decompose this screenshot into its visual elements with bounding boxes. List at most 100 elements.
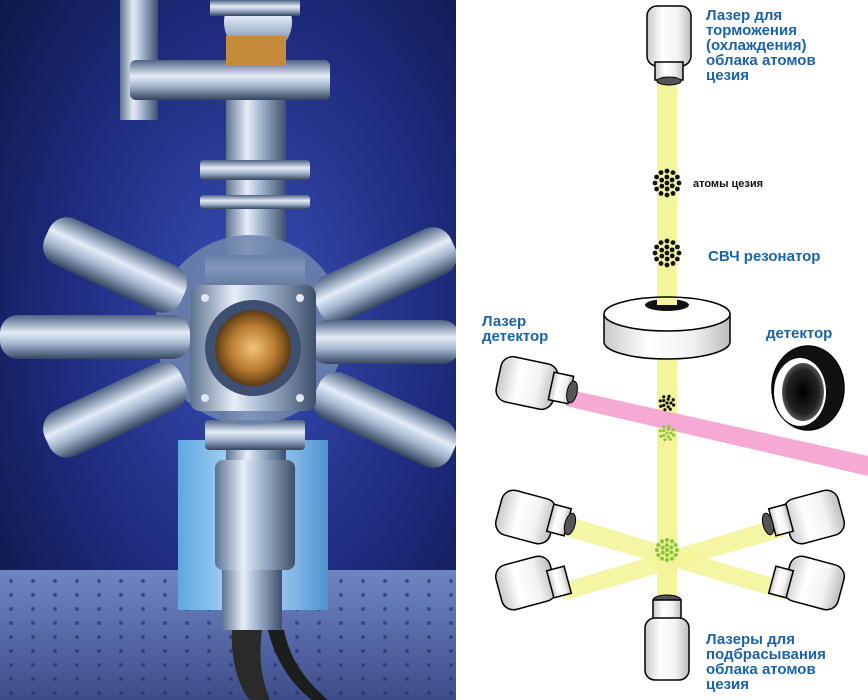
atom-dot <box>676 250 682 256</box>
launch-laser-upper-left <box>494 489 577 545</box>
atom-dot <box>658 190 664 196</box>
atom-dot <box>674 256 680 262</box>
atom-dot <box>667 424 671 428</box>
cooling-laser-label: Лазер для торможения (охлаждения) облака… <box>706 8 816 83</box>
atom-dot <box>674 547 680 553</box>
atom-dot <box>656 552 661 558</box>
cesium-atom-cloud-top <box>652 168 682 198</box>
atom-dot <box>670 240 676 246</box>
atom-dot <box>658 240 664 246</box>
atom-dot <box>663 408 667 412</box>
launch-lasers-label-line: цезия <box>706 676 749 693</box>
atom-dot <box>664 186 670 192</box>
atom-dot <box>671 428 675 432</box>
atom-dot <box>666 397 670 401</box>
launch-beam-right <box>566 516 786 600</box>
atom-dot <box>668 407 672 411</box>
atom-dot <box>656 542 661 548</box>
atom-dot <box>652 180 658 186</box>
atom-dot <box>666 427 670 431</box>
atom-dot <box>668 437 672 441</box>
laser-detector-label-line: детектор <box>482 328 549 345</box>
laser-detector-label-line: Лазер <box>482 313 527 330</box>
atom-dot <box>662 429 666 433</box>
atoms-label: атомы цезия <box>693 178 764 190</box>
atom-dot <box>659 434 663 438</box>
atom-dot <box>666 405 670 409</box>
atom-dot <box>665 401 669 405</box>
atom-dot <box>659 177 665 183</box>
atom-dot <box>662 425 666 429</box>
cooling-laser-label-line: (охлаждения) <box>706 37 807 54</box>
atom-dot <box>674 244 680 250</box>
atom-dot <box>664 168 670 174</box>
launch-laser-upper-right <box>761 489 846 545</box>
atom-dot <box>664 542 669 548</box>
launch-lasers-label-line: Лазеры для <box>706 631 795 648</box>
atom-dot <box>673 542 678 548</box>
atom-dot <box>669 550 674 555</box>
atom-dot <box>664 262 670 268</box>
atom-dot <box>662 399 666 403</box>
atom-dot <box>659 247 665 253</box>
atom-dot <box>669 253 675 259</box>
atom-dot <box>663 438 667 442</box>
atom-dot <box>660 545 665 550</box>
atom-dot <box>662 433 666 437</box>
atom-dot <box>654 186 660 192</box>
atom-dot <box>659 539 665 544</box>
atom-dot <box>673 552 678 558</box>
atom-dot <box>662 395 666 399</box>
microwave-resonator <box>603 296 731 360</box>
atom-dot <box>670 170 676 176</box>
atom-dot <box>664 174 670 180</box>
atom-dot <box>664 244 670 250</box>
fountain-diagram <box>494 5 868 681</box>
atom-dot <box>664 192 670 198</box>
microwave-resonator-label: СВЧ резонатор <box>708 248 821 265</box>
atom-dot <box>654 547 660 553</box>
atom-dot <box>669 177 675 183</box>
atom-dot <box>671 398 675 402</box>
cooling-laser-label-line: облака атомов <box>706 52 816 69</box>
launch-lasers-label: Лазеры для подбрасывания облака атомов ц… <box>706 632 826 692</box>
atom-dot <box>666 435 670 439</box>
atom-dot <box>654 244 660 250</box>
atom-dot <box>658 429 662 433</box>
atom-dot <box>658 170 664 176</box>
launch-laser-lower-left <box>494 555 573 611</box>
atom-dot <box>664 537 670 543</box>
atom-dot <box>664 557 670 563</box>
atom-dot <box>664 238 670 244</box>
atom-dot <box>665 431 669 435</box>
cesium-atom-cloud-launch <box>654 537 680 563</box>
atom-dot <box>676 180 682 186</box>
atom-dot <box>665 552 670 558</box>
atom-dot <box>669 401 673 405</box>
detector-label: детектор <box>766 325 833 342</box>
atom-dot <box>667 394 671 398</box>
atom-dot <box>664 256 670 262</box>
atom-dot <box>674 174 680 180</box>
cesium-atom-cloud-resonator <box>652 238 682 268</box>
atom-dot <box>659 556 665 561</box>
apparatus-photo <box>0 0 456 700</box>
atom-dot <box>664 180 670 186</box>
atom-dot <box>659 253 665 259</box>
laser-detector-label: Лазер детектор <box>482 314 548 344</box>
launch-laser-bottom <box>644 594 690 681</box>
atom-dot <box>669 539 675 544</box>
launch-lasers-label-line: подбрасывания <box>706 646 826 663</box>
atom-dot <box>670 190 676 196</box>
atom-dot <box>669 247 675 253</box>
atom-dot <box>654 256 660 262</box>
atom-dot <box>664 250 670 256</box>
atom-dot <box>658 260 664 266</box>
atom-dot <box>652 250 658 256</box>
launch-laser-lower-right <box>767 555 846 611</box>
cooling-laser-label-line: цезия <box>706 67 749 84</box>
laser-detector <box>495 355 578 411</box>
cooling-laser-label-line: Лазер для <box>706 7 783 24</box>
detection-laser-beam <box>566 389 868 476</box>
cesium-atom-cloud-detection <box>658 394 676 412</box>
